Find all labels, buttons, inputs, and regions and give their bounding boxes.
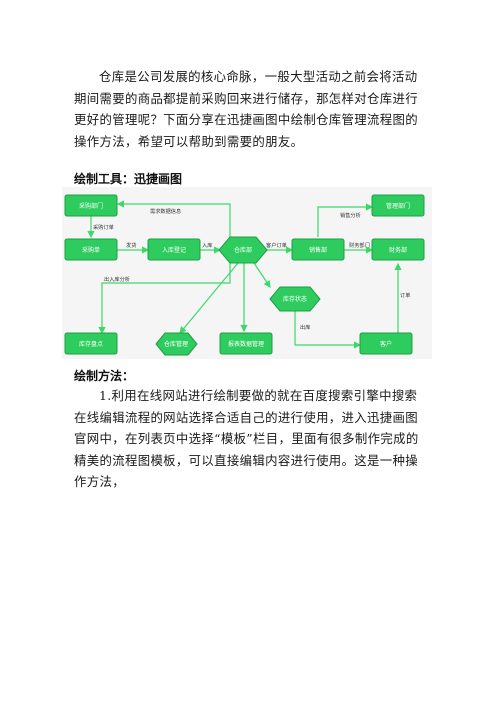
label-warehouse-mgmt: 仓库管理	[164, 340, 188, 348]
method-heading: 绘制方法：	[74, 369, 135, 383]
label-finance-dept: 财务部	[389, 246, 407, 254]
edge-label-storage: 入库	[202, 241, 212, 249]
node-management-dept	[371, 194, 425, 217]
edge-warehouse-to-mgmt	[179, 262, 239, 334]
warehouse-flowchart: 采购部门 采购单 入库登记 仓库部 销售部 管理部门 财务部 库存状态 库存盘点…	[62, 187, 432, 359]
label-warehouse: 仓库部	[234, 246, 252, 254]
node-customer	[359, 332, 413, 355]
node-purchase-order	[64, 238, 118, 261]
label-storage-entry: 入库登记	[162, 246, 186, 254]
edge-status-to-customer	[294, 311, 362, 349]
edge-label-sales-analysis: 销售分析	[340, 211, 361, 219]
label-purchase-order: 采购单	[82, 246, 100, 254]
node-finance-dept	[371, 238, 425, 261]
edge-label-demand-data: 需求数据信息	[150, 207, 181, 215]
edge-label-customer-order: 客户订单	[266, 241, 287, 249]
edge-label-shipping: 出库	[300, 323, 310, 331]
node-stock-check	[64, 332, 118, 355]
label-customer: 客户	[380, 340, 392, 348]
tool-heading: 绘制工具：迅捷画图	[74, 172, 183, 186]
edge-label-order: 订单	[400, 291, 410, 299]
label-management-dept: 管理部门	[386, 202, 410, 210]
label-report-mgmt: 报表数据管理	[228, 340, 264, 348]
node-warehouse-mgmt	[155, 332, 198, 356]
edge-warehouse-to-status	[253, 262, 271, 288]
edge-label-finance-report: 财务部门	[349, 241, 370, 249]
node-purchase-dept	[64, 194, 118, 217]
node-sales-dept	[291, 238, 345, 261]
node-storage-entry	[147, 238, 201, 261]
edge-sales-to-management	[317, 203, 374, 237]
edge-label-inout-analysis: 出入库分析	[104, 275, 130, 283]
edge-warehouse-to-purchase	[116, 200, 231, 237]
label-stock-status: 库存状态	[283, 295, 307, 303]
label-purchase-dept: 采购部门	[79, 202, 103, 210]
edge-label-purchase-order-flow: 采购订单	[93, 223, 114, 231]
step1-paragraph: 1.利用在线网站进行绘制要做的就在百度搜索引擎中搜索在线编辑流程的网站选择合适自…	[74, 388, 419, 489]
node-warehouse	[218, 236, 268, 264]
label-stock-check: 库存盘点	[79, 340, 103, 348]
edge-label-send: 发货	[126, 241, 136, 249]
label-sales-dept: 销售部	[309, 246, 327, 254]
node-stock-status	[269, 286, 321, 312]
node-report-mgmt	[219, 332, 273, 355]
intro-paragraph: 仓库是公司发展的核心命脉，一般大型活动之前会将活动期间需要的商品都提前采购回来进…	[74, 69, 418, 149]
